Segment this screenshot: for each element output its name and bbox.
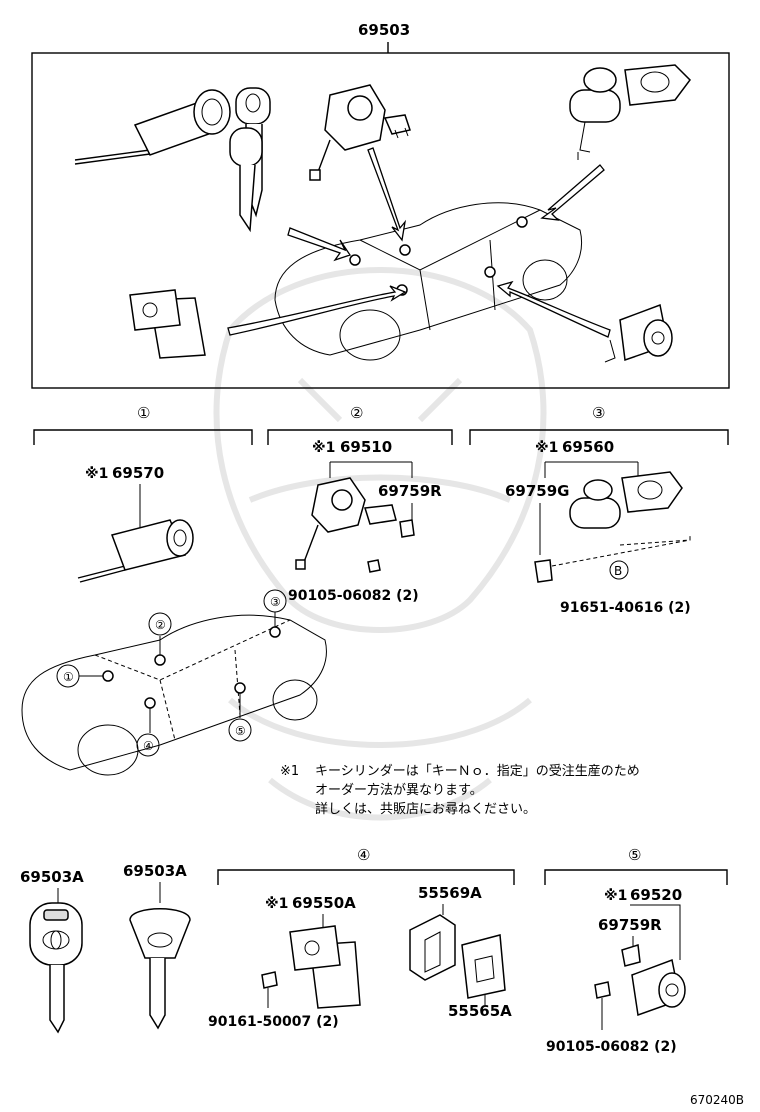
section-2-mark: ※1 — [312, 440, 335, 456]
section-4-plate-part: 55565A — [448, 1002, 512, 1020]
section-5-bolt: 90105-06082 (2) — [546, 1039, 677, 1055]
section-1-number: ① — [137, 404, 150, 422]
section-4-bracket — [217, 869, 515, 885]
watermark-emblem — [213, 267, 547, 821]
key-1-remote — [29, 902, 83, 1034]
key-1-part-number: 69503A — [20, 868, 84, 886]
car-callout-5: ⑤ — [228, 718, 252, 742]
section-3-sub-part: 69759G — [505, 482, 570, 500]
section-2-sub-part: 69759R — [378, 482, 442, 500]
section-4-mark: ※1 — [265, 896, 288, 912]
luggage-lock-cylinder-top — [569, 64, 691, 160]
section-3-mark: ※1 — [535, 440, 558, 456]
car-callout-4: ④ — [136, 733, 160, 757]
diagram-code: 670240B — [690, 1093, 744, 1107]
note-line-2: オーダー方法が異なります。 — [315, 782, 483, 798]
section-1-bracket — [33, 429, 253, 445]
car-outline-top — [274, 202, 583, 361]
section-2-part-number: 69510 — [340, 438, 392, 456]
svg-text:⑤: ⑤ — [235, 724, 246, 738]
section-3-bolt: 91651-40616 (2) — [560, 600, 691, 616]
lock-bracket-part — [409, 914, 456, 981]
section-5-leader — [630, 904, 681, 960]
svg-text:②: ② — [155, 618, 166, 632]
section-3-number: ③ — [592, 404, 605, 422]
section-2-bolt: 90105-06082 (2) — [288, 588, 419, 604]
section-5-number: ⑤ — [628, 846, 641, 864]
section-5-part-number: 69520 — [630, 886, 682, 904]
door-lock-cylinder-right — [604, 303, 673, 363]
car-callout-2: ② — [148, 612, 172, 636]
section-5-bracket — [544, 869, 728, 885]
car-callout-1: ① — [56, 664, 80, 688]
door-lock-cylinder-part-2 — [295, 477, 415, 573]
door-lock-cylinder-top — [309, 84, 411, 181]
car-callout-3: ③ — [263, 589, 287, 613]
section-3-leader — [544, 461, 639, 478]
section-2-number: ② — [350, 404, 363, 422]
note-line-3: 詳しくは、共販店にお尋ねください。 — [315, 801, 536, 817]
top-group-frame — [31, 52, 730, 389]
note-line-1: キーシリンダーは「キーＮｏ．指定」の受注生産のため — [315, 763, 640, 779]
key-2-part-number: 69503A — [123, 862, 187, 880]
svg-text:④: ④ — [143, 739, 154, 753]
door-lock-cylinder-part-5 — [594, 944, 686, 1030]
glove-box-lock-part-4 — [261, 925, 361, 1009]
section-3-part-number: 69560 — [562, 438, 614, 456]
section-4-bolt: 90161-50007 (2) — [208, 1014, 339, 1030]
glove-box-lock-top — [129, 289, 206, 359]
key-2-master — [129, 908, 191, 1030]
section-5-sub-part: 69759R — [598, 916, 662, 934]
ignition-cylinder-with-keys — [74, 87, 271, 233]
section-4-number: ④ — [357, 846, 370, 864]
section-3-bracket — [469, 429, 729, 445]
section-1-mark: ※1 — [85, 466, 108, 482]
top-part-number: 69503 — [358, 21, 410, 39]
section-3-ref-letter: B — [614, 564, 622, 578]
note-mark: ※1 — [280, 764, 299, 779]
section-2-leader — [329, 461, 413, 478]
section-4-part-number: 69550A — [292, 894, 356, 912]
section-2-bracket — [267, 429, 453, 445]
section-3-ref-circle — [609, 560, 629, 580]
pointer-arrows — [227, 147, 611, 338]
ignition-cylinder-part — [77, 519, 194, 583]
car-outline-middle — [21, 612, 327, 776]
lock-plate-part — [461, 934, 506, 999]
section-1-part-number: 69570 — [112, 464, 164, 482]
luggage-lock-cylinder-part-3 — [534, 471, 691, 583]
section-5-mark: ※1 — [604, 888, 627, 904]
svg-text:①: ① — [63, 670, 74, 684]
section-4-bracket-part: 55569A — [418, 884, 482, 902]
svg-text:③: ③ — [270, 595, 281, 609]
